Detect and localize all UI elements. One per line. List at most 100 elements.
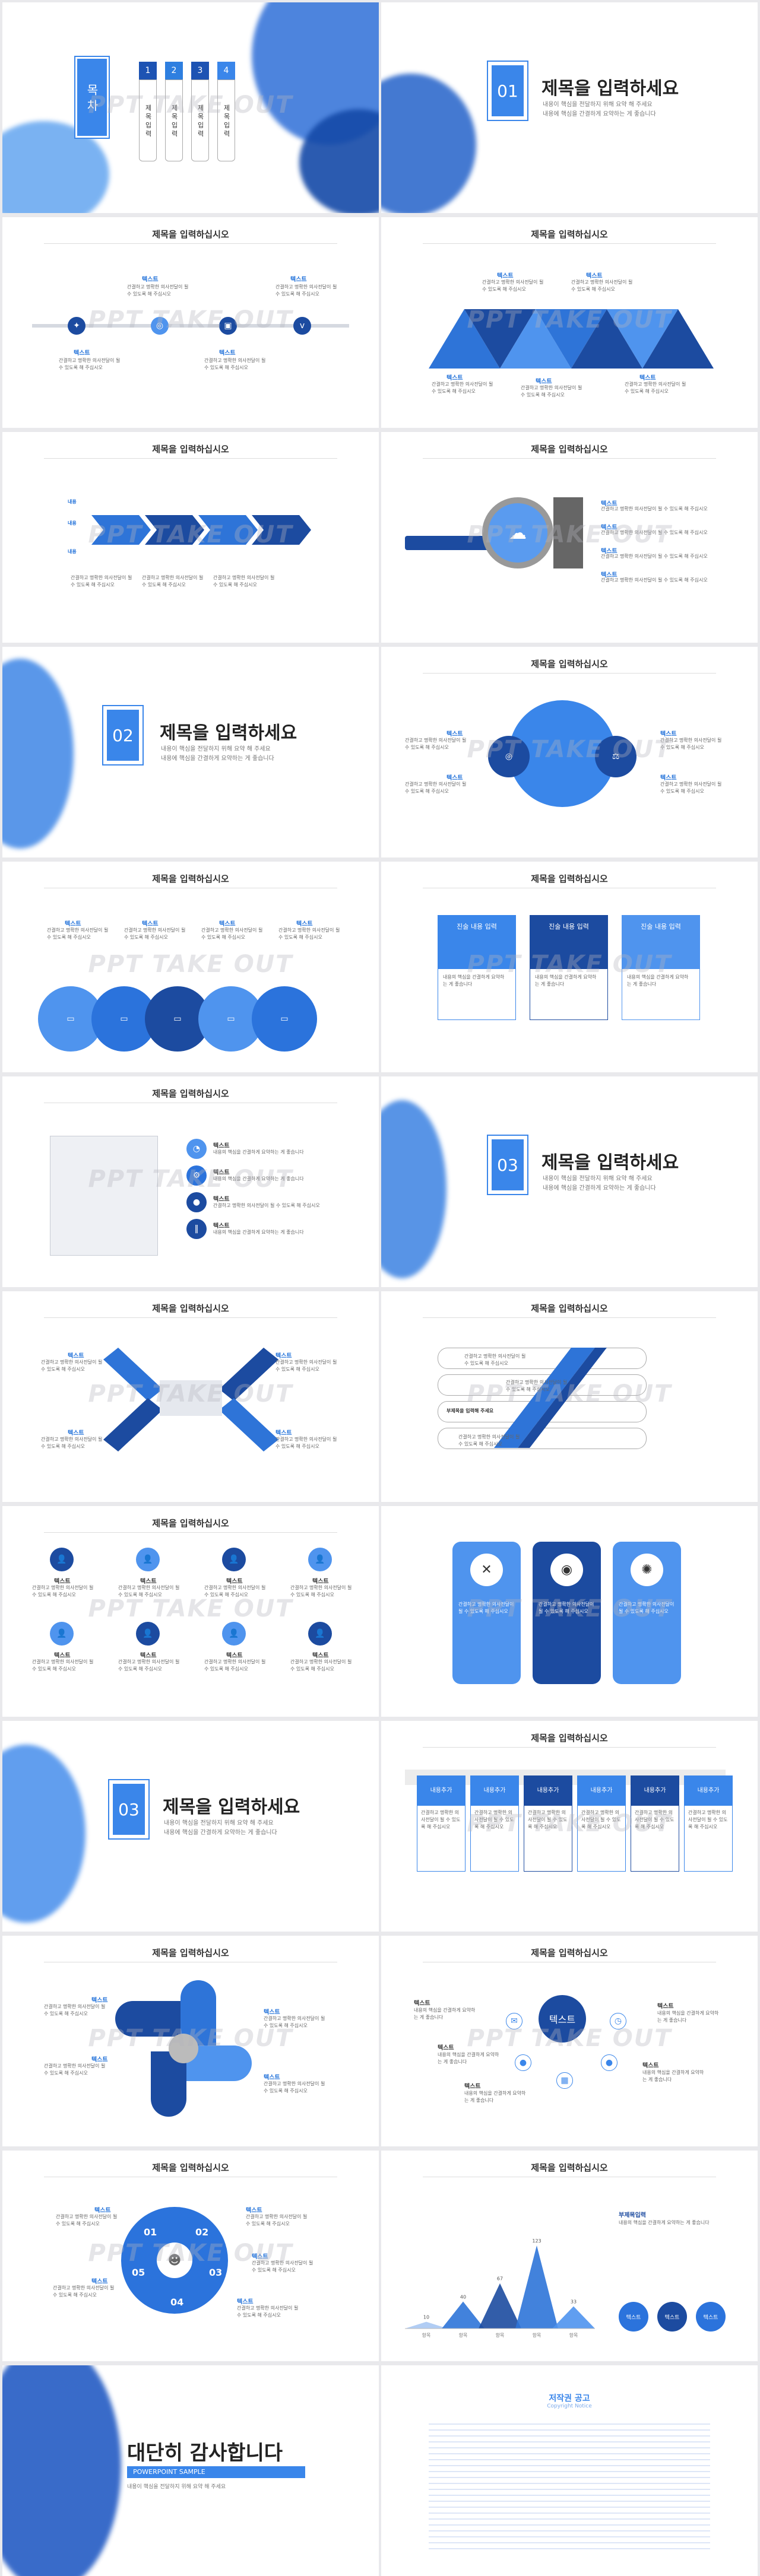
peak-mark [552,2306,595,2329]
label: 텍스트 [91,1997,108,2004]
desc: 간결하고 명확한 의사전달이 될 수 있도록 해 주십시오 [32,1585,94,1597]
content-box[interactable]: 내용추가 간결하고 명확한 의사전달이 될 수 있도록 해 주십시오 [470,1775,519,1872]
desc: 간결하고 명확한 의사전달이 될 수 있도록 해 주십시오 [71,575,132,587]
desc: 간결하고 명확한 의사전달이 될 수 있도록 해 주십시오 [601,506,708,512]
label: 텍스트 [213,1223,230,1230]
slide-thanks[interactable]: 대단히 감사합니다 POWERPOINT SAMPLE 내용이 핵심을 전달하지… [2,2365,379,2576]
desc: 간결하고 명확한 의사전달이 될 수 있도록 해 주십시오 [521,385,582,398]
gear-icon: ⚙ [186,1165,207,1186]
slide-tall-pills[interactable]: ✕ ◉ ✺ 간결하고 명확한 의사전달이 될 수 있도록 해 주십시오 간결하고… [381,1506,758,1717]
label: 텍스트 [213,1170,230,1176]
slide-cards[interactable]: 제목을 입력하십시오 진술 내용 입력 내용의 핵심을 간결하게 요약하는 게 … [381,862,758,1072]
label: 텍스트 [142,277,159,283]
ring-number: 04 [170,2297,184,2308]
desc: 간결하고 명확한 의사전달이 될 수 있도록 해 주십시오 [53,2285,115,2298]
thanks-title: 대단히 감사합니다 [127,2441,283,2465]
desc: 간결하고 명확한 의사전달이 될 수 있도록 해 주십시오 [201,928,263,940]
slide-section-01[interactable]: 01 제목을 입력하세요 내용이 핵심을 전달하지 위해 요약 해 주세요 내용… [381,2,758,213]
diagonal-band [494,1348,607,1448]
section-sub: 내용이 핵심을 전달하지 위해 요약 해 주세요 [543,101,653,108]
slide-number-ring[interactable]: 제목을 입력하십시오 ☻ 01 02 03 04 05 텍스트 간결하고 명확한… [2,2151,379,2361]
slide-title: 제목을 입력하십시오 [531,659,608,669]
content-box[interactable]: 내용추가 간결하고 명확한 의사전달이 될 수 있도록 해 주십시오 [577,1775,626,1872]
peak-value-label: 123 [532,2238,541,2244]
slide-content-boxes[interactable]: 제목을 입력하십시오 내용추가 간결하고 명확한 의사전달이 될 수 있도록 해… [381,1721,758,1932]
label: 텍스트 [586,273,603,279]
label: 텍스트 [601,501,618,507]
watermark: PPT TAKE OUT [88,306,293,333]
slide-semicircles[interactable]: 제목을 입력하십시오 ▭ ▭ ▭ ▭ ▭ 텍스트 간결하고 명확한 의사전달이 … [2,862,379,1072]
slide-section-02[interactable]: 02 제목을 입력하세요 내용이 핵심을 전달하지 위해 요약 해 주세요 내용… [2,647,379,857]
desc: 간결하고 명확한 의사전달이 될 수 있도록 해 주십시오 [660,782,722,794]
label: 텍스트 [446,375,463,382]
label: 텍스트 [657,2003,674,2010]
stat-circle: 텍스트 [619,2302,648,2332]
user-icon: 👤 [308,1622,332,1646]
ring-number: 02 [195,2226,209,2238]
toc-item[interactable]: 제 목 입 력 [191,80,209,161]
slide-clipboard[interactable]: 제목을 입력하십시오 ◔ ⚙ ● ‖ 텍스트 내용의 핵심을 간결하게 요약하는… [2,1076,379,1287]
slide-title: 제목을 입력하십시오 [152,2162,229,2173]
slide-pills[interactable]: 제목을 입력하십시오 간결하고 명확한 의사전달이 될 수 있도록 해 주십시오… [381,1291,758,1502]
label: 텍스트 [414,2000,430,2007]
slide-section-03[interactable]: 03 제목을 입력하세요 내용이 핵심을 전달하지 위해 요약 해 주세요 내용… [381,1076,758,1287]
section-title: 제목을 입력하세요 [542,78,679,99]
user-icon: 👤 [222,1622,246,1646]
desc: 간결하고 명확한 의사전달이 될 수 있도록 해 주십시오 [142,575,204,587]
slide-hub[interactable]: 제목을 입력하십시오 텍스트 ✉ ◷ ● ● ▦ 텍스트 내용의 핵심을 간결하… [381,1936,758,2146]
desc: 간결하고 명확한 의사전달이 될 수 있도록 해 주십시오 [252,2260,314,2273]
chart-icon: ◔ [186,1139,207,1159]
desc: 내용의 핵심을 간결하게 요약하는 게 좋습니다 [642,2070,704,2082]
desc: 간결하고 명확한 의사전달이 될 수 있도록 해 주십시오 [619,1602,674,1614]
slide-title: 제목을 입력하십시오 [531,2162,608,2173]
slide-arrows[interactable]: 제목을 입력하십시오 내용 내용 내용 간결하고 명확한 의사전달이 될 수 있… [2,432,379,643]
slide-pinwheel[interactable]: 제목을 입력하십시오 텍스트 간결하고 명확한 의사전달이 될 수 있도록 해 … [2,1936,379,2146]
slide-x-shape[interactable]: 제목을 입력하십시오 텍스트 간결하고 명확한 의사전달이 될 수 있도록 해 … [2,1291,379,1502]
desc: 간결하고 명확한 의사전달이 될 수 있도록 해 주십시오 [44,2004,106,2016]
desc: 내용의 핵심을 간결하게 요약하는 게 좋습니다 [657,2010,719,2023]
slide-triangles[interactable]: 제목을 입력하십시오 텍스트 간결하고 명확한 의사전달이 될 수 있도록 해 … [381,217,758,428]
toc-item[interactable]: 제 목 입 력 [165,80,183,161]
pill[interactable] [438,1348,647,1369]
content-box[interactable]: 내용추가 간결하고 명확한 의사전달이 될 수 있도록 해 주십시오 [417,1775,466,1872]
section-number: 01 [487,61,528,121]
slide-section-03b[interactable]: 03 제목을 입력하세요 내용이 핵심을 전달하지 위해 요약 해 주세요 내용… [2,1721,379,1932]
content-box[interactable]: 내용추가 간결하고 명확한 의사전달이 될 수 있도록 해 주십시오 [631,1775,679,1872]
box-head: 내용추가 [417,1776,465,1806]
toc-item[interactable]: 제 목 입 력 [217,80,235,161]
toc-heading: 목 차 [74,56,110,139]
clock-icon: ◷ [610,2013,626,2029]
label: 텍스트 [290,277,307,283]
box-head: 내용추가 [578,1776,625,1806]
content-box[interactable]: 내용추가 간결하고 명확한 의사전달이 될 수 있도록 해 주십시오 [684,1775,733,1872]
toc-item[interactable]: 제 목 입 력 [139,80,157,161]
desc: 간결하고 명확한 의사전달이 될 수 있도록 해 주십시오 [482,279,544,292]
desc: 간결하고 명확한 의사전달이 될 수 있도록 해 주십시오 [41,1360,103,1372]
section-title: 제목을 입력하세요 [163,1797,300,1818]
slide-people[interactable]: 제목을 입력하십시오 👤 👤 👤 👤 👤 👤 👤 👤 텍스트 간결하고 명확한 … [2,1506,379,1717]
card[interactable]: 진술 내용 입력 내용의 핵심을 간결하게 요약하는 게 좋습니다 [622,915,700,1020]
card[interactable]: 진술 내용 입력 내용의 핵심을 간결하게 요약하는 게 좋습니다 [438,915,516,1020]
desc: 간결하고 명확한 의사전달이 될 수 있도록 해 주십시오 [276,1437,337,1449]
slide-toc[interactable]: 목 차 1 제 목 입 력 2 제 목 입 력 3 제 목 입 력 4 제 목 … [2,2,379,213]
slide-title: 제목을 입력하십시오 [152,1948,229,1958]
user-icon: 👤 [50,1548,74,1571]
slide-timeline[interactable]: 제목을 입력하십시오 ✦ ◎ ▣ v 텍스트 간결하고 명확한 의사전달이 될 … [2,217,379,428]
content-box[interactable]: 내용추가 간결하고 명확한 의사전달이 될 수 있도록 해 주십시오 [524,1775,572,1872]
label: 텍스트 [639,375,656,382]
desc: 간결하고 명확한 의사전달이 될 수 있도록 해 주십시오 [32,1659,94,1672]
label: 텍스트 [536,379,552,385]
hub-center: 텍스트 [539,1995,586,2043]
slide-copyright[interactable]: 저작권 공고 Copyright Notice [381,2365,758,2576]
slide-magnifier[interactable]: 제목을 입력하십시오 ☁ 텍스트 간결하고 명확한 의사전달이 될 수 있도록 … [381,432,758,643]
label: 텍스트 [226,1653,243,1659]
slide-circles[interactable]: 제목을 입력하십시오 ◎ ⚖ 텍스트 간결하고 명확한 의사전달이 될 수 있도… [381,647,758,857]
stat-circle: 텍스트 [657,2302,687,2332]
center-hub [169,2034,198,2063]
card[interactable]: 진술 내용 입력 내용의 핵심을 간결하게 요약하는 게 좋습니다 [530,915,608,1020]
label: 텍스트 [497,273,514,279]
desc: 간결하고 명확한 의사전달이 될 수 있도록 해 주십시오 [458,1434,520,1447]
arrow-chain [91,515,311,545]
mail-icon: ✉ [506,2013,522,2029]
